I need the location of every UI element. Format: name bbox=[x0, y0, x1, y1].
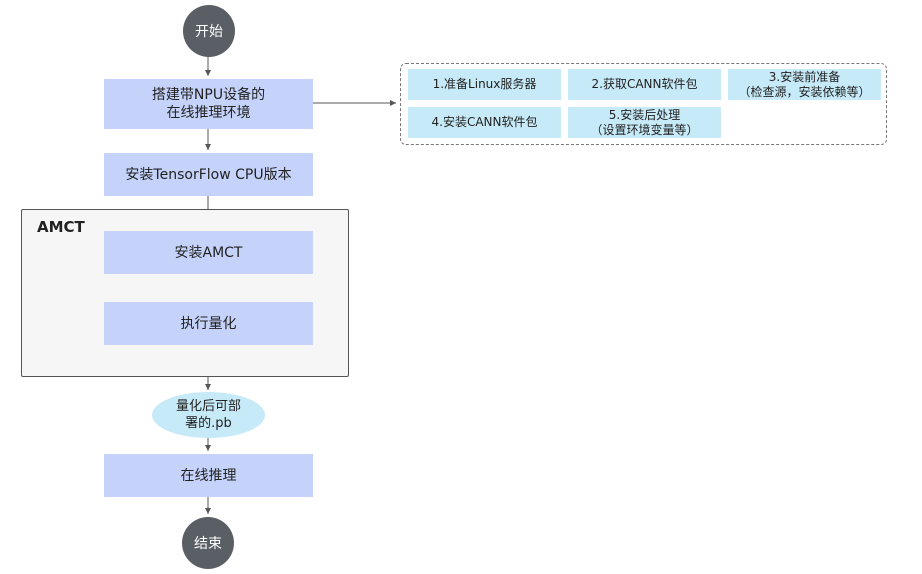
step-install-amct-label: 安装AMCT bbox=[174, 244, 243, 261]
step-online-inference-label: 在线推理 bbox=[180, 467, 237, 484]
output-pb-file: 量化后可部 署的.pb bbox=[152, 392, 265, 438]
substep-4: 4.安装CANN软件包 bbox=[408, 107, 561, 138]
substep-2: 2.获取CANN软件包 bbox=[568, 69, 721, 100]
step-quantize: 执行量化 bbox=[104, 302, 313, 345]
step-quantize-label: 执行量化 bbox=[180, 315, 237, 332]
substep-1-label: 1.准备Linux服务器 bbox=[432, 77, 537, 91]
step-install-tf-label: 安装TensorFlow CPU版本 bbox=[125, 166, 292, 183]
substep-3: 3.安装前准备 （检查源，安装依赖等） bbox=[728, 69, 881, 100]
substep-3-label: 3.安装前准备 （检查源，安装依赖等） bbox=[738, 69, 871, 99]
substep-5-label: 5.安装后处理 （设置环境变量等） bbox=[590, 107, 699, 137]
substep-1: 1.准备Linux服务器 bbox=[408, 69, 561, 100]
step-build-env-label: 搭建带NPU设备的 在线推理环境 bbox=[151, 87, 266, 121]
end-label: 结束 bbox=[194, 536, 222, 552]
end-node: 结束 bbox=[182, 517, 234, 569]
substep-4-label: 4.安装CANN软件包 bbox=[431, 115, 538, 129]
start-label: 开始 bbox=[195, 24, 223, 40]
substep-5: 5.安装后处理 （设置环境变量等） bbox=[568, 107, 721, 138]
step-online-inference: 在线推理 bbox=[104, 454, 313, 497]
substep-2-label: 2.获取CANN软件包 bbox=[591, 77, 698, 91]
step-install-amct: 安装AMCT bbox=[104, 231, 313, 274]
step-install-tf: 安装TensorFlow CPU版本 bbox=[104, 153, 313, 196]
output-pb-label: 量化后可部 署的.pb bbox=[175, 399, 241, 431]
step-build-env: 搭建带NPU设备的 在线推理环境 bbox=[104, 79, 313, 129]
start-node: 开始 bbox=[183, 5, 235, 57]
amct-group-title: AMCT bbox=[37, 218, 85, 236]
